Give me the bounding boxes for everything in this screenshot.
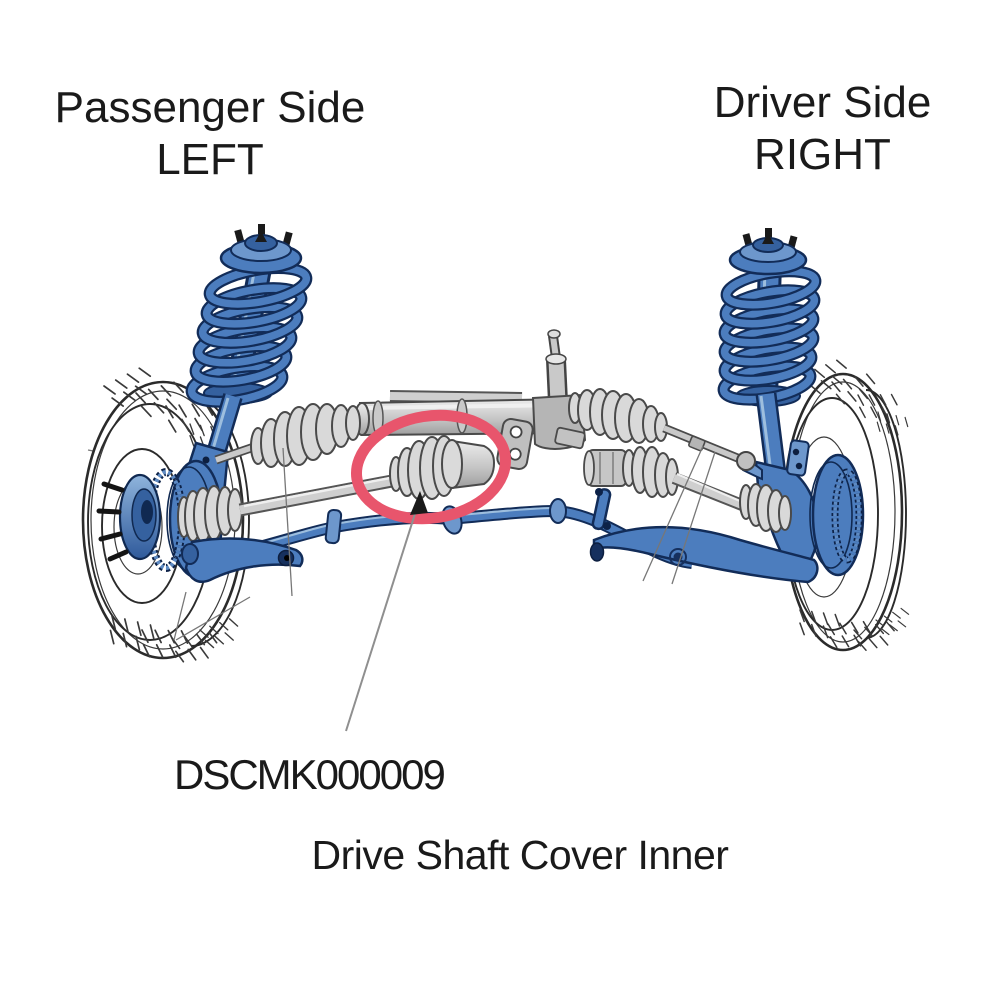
part-code-label: DSCMK000009 xyxy=(174,751,446,798)
right-rack-boot xyxy=(568,388,668,444)
right-strut-top-mount xyxy=(728,228,808,276)
part-name-label: Drive Shaft Cover Inner xyxy=(311,832,729,878)
right-control-arm xyxy=(589,526,819,584)
left-strut-top-mount xyxy=(219,224,303,275)
right-drive-shaft xyxy=(583,446,792,533)
highlight-ellipse xyxy=(350,409,512,525)
right-tie-rod xyxy=(662,423,756,471)
tie-rod-end xyxy=(736,451,756,471)
inner-cv-joint-housing xyxy=(451,439,496,490)
right-inner-cv-joint xyxy=(583,449,627,487)
passenger-side-left-label: LEFT xyxy=(156,135,264,184)
left-rack-boot xyxy=(214,403,361,468)
right-outer-cv-boot xyxy=(739,483,792,533)
driver-side-right-label: RIGHT xyxy=(754,130,891,179)
stabilizer-link xyxy=(591,488,612,531)
right-inner-cv-boot xyxy=(622,446,679,498)
passenger-side-label: Passenger Side xyxy=(54,83,366,132)
pointer-arrowhead xyxy=(410,491,428,515)
left-strut-assembly xyxy=(185,224,313,473)
left-control-arm xyxy=(181,537,304,584)
inner-cv-boot xyxy=(389,435,496,500)
driver-side-label: Driver Side xyxy=(713,78,932,127)
steering-rack xyxy=(214,329,756,471)
sway-bar-bushing-2 xyxy=(549,498,567,524)
rack-pinion-shaft xyxy=(545,329,568,403)
pointer-line xyxy=(345,497,421,732)
sway-bar-clamp xyxy=(324,508,343,545)
